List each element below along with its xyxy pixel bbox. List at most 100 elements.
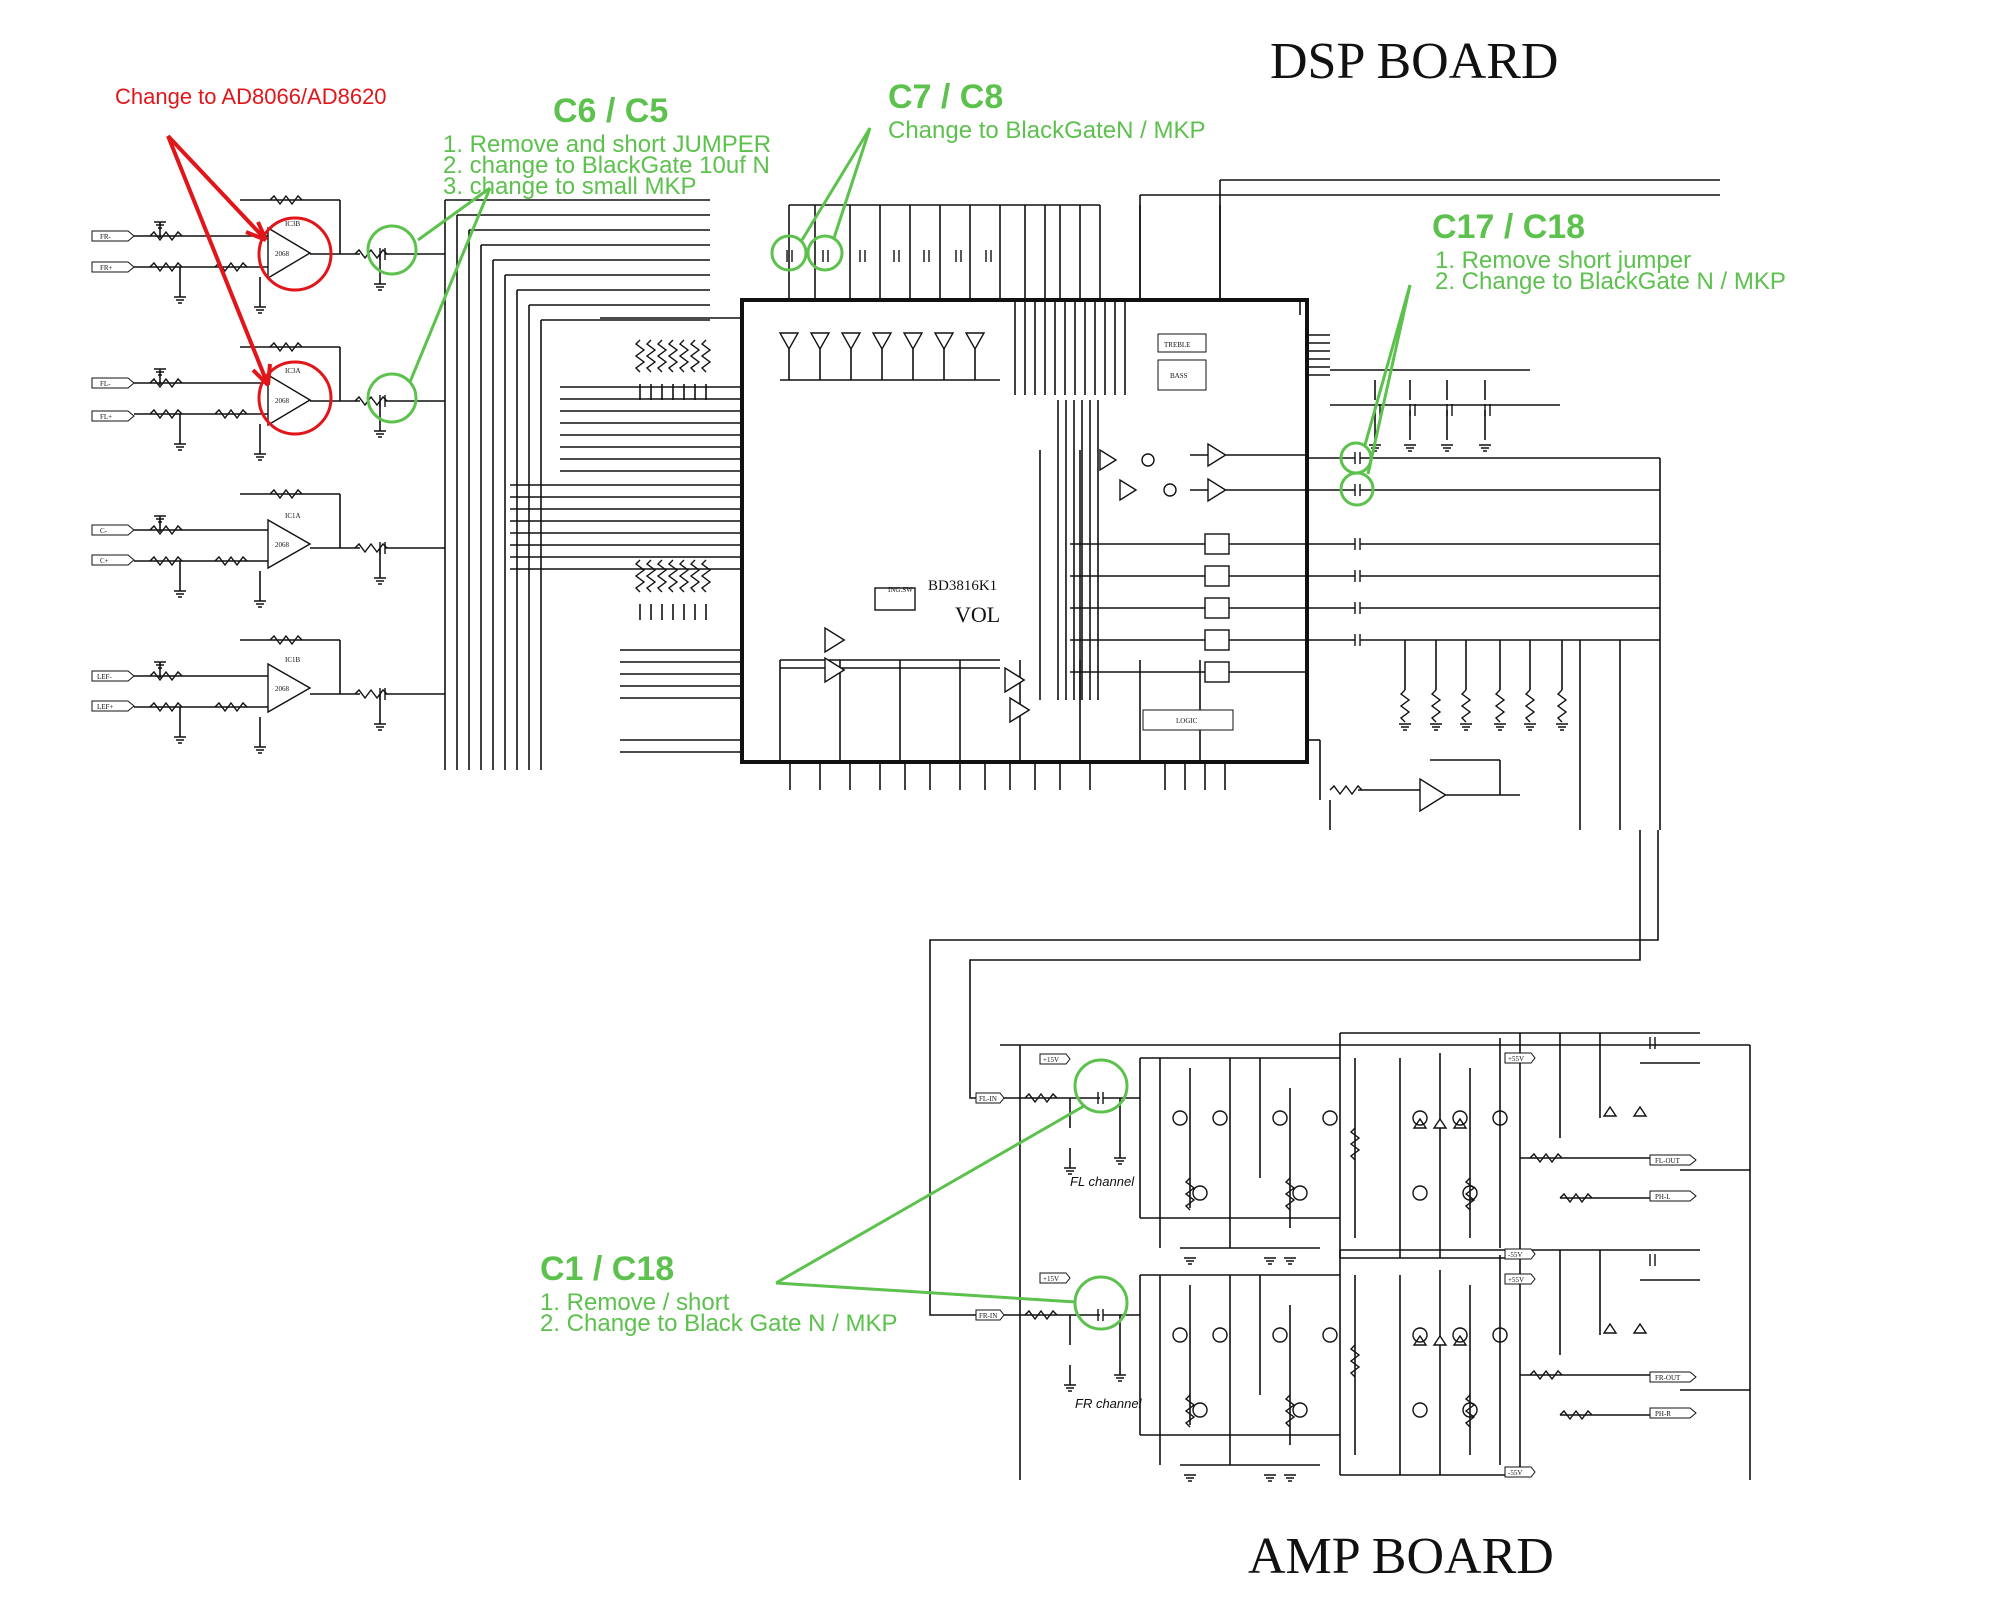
green-arrow-c18-amp (775, 1281, 1077, 1304)
amp-output-connector: PH-L (1649, 1190, 1697, 1202)
resistor (667, 339, 679, 373)
svg-text:2068: 2068 (275, 541, 290, 549)
transistor (1452, 1110, 1468, 1126)
resistor (214, 701, 248, 713)
ground-symbol (1284, 1257, 1296, 1265)
rail-label: +55V (1504, 1052, 1536, 1064)
note-c6-c5: C6 / C5 1. Remove and short JUMPER 2. ch… (443, 94, 772, 200)
note-c7-c8-title: C7 / C8 (888, 78, 1004, 116)
input-connector: FR- (91, 230, 135, 242)
buffer-triangle (1419, 777, 1447, 813)
bass-block (1157, 359, 1207, 391)
resistor (1284, 1394, 1296, 1428)
buffer-triangle (964, 332, 986, 351)
note-c6-c5-line: 1. Remove and short JUMPER (443, 131, 772, 158)
green-arrow-c1 (775, 1104, 1085, 1285)
resistor (1349, 1344, 1361, 1378)
buffer-triangle (778, 332, 800, 351)
green-circle-c17 (1339, 471, 1375, 507)
resistor (1529, 1152, 1563, 1164)
green-arrow-c17 (1366, 284, 1412, 475)
logic-label: LOGIC (1176, 717, 1198, 725)
svg-text:LEF-: LEF- (97, 673, 112, 681)
amp-input-connector: FR-IN (975, 1309, 1005, 1321)
green-arrow-c8 (832, 127, 872, 239)
vca-block (1204, 533, 1230, 555)
resistor (149, 377, 183, 389)
diode (1452, 1117, 1468, 1129)
rail-label: -55V (1504, 1248, 1536, 1260)
schematic-components (149, 194, 1656, 1482)
svg-text:2068: 2068 (275, 685, 290, 693)
svg-text:FR-OUT: FR-OUT (1655, 1374, 1681, 1382)
ground-symbol (1441, 444, 1453, 452)
note-c6-c5-line: 3. change to small MKP (443, 173, 697, 200)
svg-text:FR-IN: FR-IN (979, 1312, 997, 1320)
resistor (214, 408, 248, 420)
red-circle-ic3b (257, 216, 333, 292)
ground-symbol (374, 723, 386, 731)
diode (1632, 1105, 1648, 1117)
ground-symbol (254, 746, 266, 754)
ground-symbol (154, 368, 166, 376)
rail-label: +15V (1039, 1053, 1071, 1065)
resistor (354, 248, 388, 260)
annotation-arrows (166, 127, 1412, 1304)
svg-text:+55V: +55V (1508, 1276, 1524, 1284)
ground-symbol (374, 283, 386, 291)
note-c1-c18-title: C1 / C18 (540, 1250, 675, 1288)
schematic-wires (134, 179, 1751, 1480)
ground-symbol (254, 306, 266, 314)
transistor (1192, 1185, 1208, 1201)
summing-node (1141, 453, 1155, 467)
ground-symbol (1399, 723, 1411, 731)
svg-text:FL+: FL+ (100, 413, 112, 421)
svg-text:IC3B: IC3B (285, 220, 301, 228)
transistor (1172, 1327, 1188, 1343)
ground-symbol (1404, 444, 1416, 452)
resistor (667, 559, 679, 593)
vca-block (1204, 629, 1230, 651)
note-c7-c8-line: Change to BlackGateN / MKP (888, 117, 1206, 144)
svg-text:2068: 2068 (275, 397, 290, 405)
resistor (1524, 689, 1536, 723)
treble-label: TREBLE (1164, 341, 1190, 349)
transistor (1212, 1110, 1228, 1126)
resistor (645, 559, 657, 593)
green-arrow-c5 (408, 187, 492, 383)
dsp-board-title: DSP BOARD (1270, 33, 1559, 90)
opamp: IC3A 2068 (267, 367, 312, 427)
ground-symbol (154, 661, 166, 669)
ground-symbol (1284, 1474, 1296, 1482)
ground-symbol (254, 600, 266, 608)
buffer-triangle (824, 656, 846, 684)
resistor (1464, 1394, 1476, 1428)
svg-text:-55V: -55V (1508, 1469, 1522, 1477)
svg-text:FR-: FR- (100, 233, 112, 241)
resistor (1559, 1192, 1593, 1204)
dsp-input-connectors: FR- FR+ FL- FL+ C- C+ LEF- LEF+ (91, 230, 135, 712)
transistor (1212, 1327, 1228, 1343)
ground-symbol (374, 577, 386, 585)
svg-text:C-: C- (100, 527, 108, 535)
svg-text:+15V: +15V (1043, 1056, 1059, 1064)
transistor (1412, 1185, 1428, 1201)
buffer-triangle (809, 332, 831, 351)
green-circle-c1 (1073, 1058, 1129, 1114)
resistor (354, 395, 388, 407)
input-connector: LEF+ (91, 700, 135, 712)
input-connector: C+ (91, 554, 135, 566)
ground-symbol (174, 590, 186, 598)
bass-label: BASS (1170, 372, 1188, 380)
transistor (1292, 1185, 1308, 1201)
resistor (634, 559, 646, 593)
green-arrow-c7 (800, 127, 872, 241)
svg-text:IC3A: IC3A (285, 367, 301, 375)
resistor (269, 488, 303, 500)
ground-symbol (1430, 723, 1442, 731)
svg-text:FL-IN: FL-IN (979, 1095, 997, 1103)
resistor (149, 408, 183, 420)
ground-symbol (154, 221, 166, 229)
